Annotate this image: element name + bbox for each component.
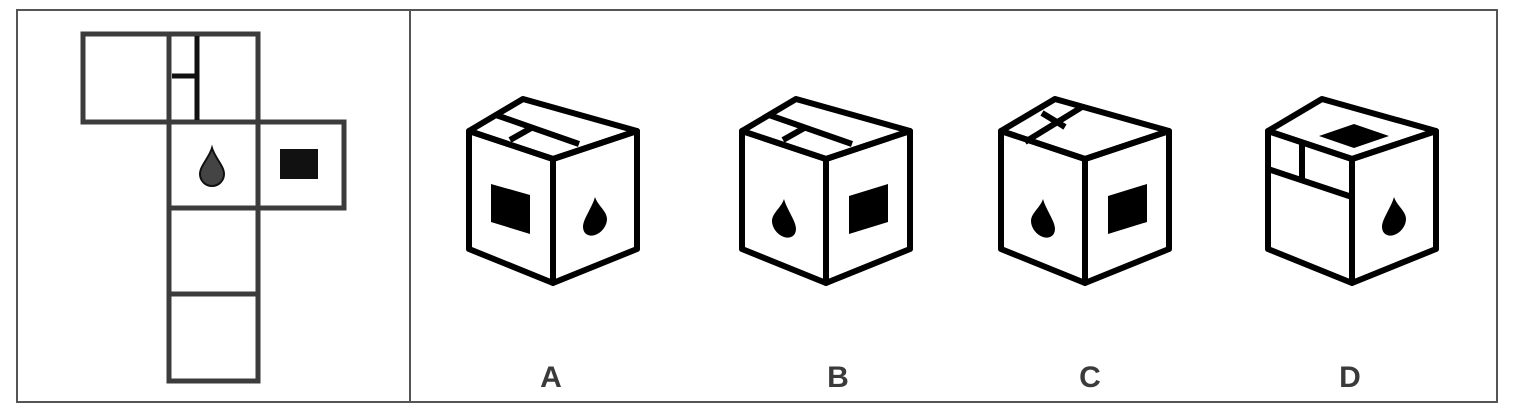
drop-icon <box>583 193 607 239</box>
option-cube-c[interactable] <box>998 96 1172 286</box>
net-h-pattern <box>172 36 200 120</box>
option-cube-d[interactable] <box>1265 96 1439 286</box>
black-rectangle-icon <box>491 184 530 234</box>
drop-icon <box>199 147 225 187</box>
drop-icon <box>1031 195 1055 241</box>
black-rectangle-icon <box>1108 184 1147 234</box>
outer-frame <box>16 9 1498 403</box>
drop-icon <box>1382 193 1406 239</box>
option-label-d: D <box>1339 361 1361 394</box>
net-face-top-left <box>80 31 172 125</box>
option-label-b: B <box>827 361 849 394</box>
option-label-a: A <box>540 361 562 394</box>
option-label-c: C <box>1079 361 1101 394</box>
black-rectangle-icon <box>280 149 318 179</box>
drop-icon <box>772 195 796 241</box>
cube-net <box>80 31 347 384</box>
net-face-rectangle <box>255 119 347 211</box>
net-face-blank-2 <box>166 291 261 384</box>
option-cube-a[interactable] <box>466 96 640 286</box>
option-cube-b[interactable] <box>739 96 913 286</box>
black-rectangle-icon <box>849 184 888 234</box>
black-rectangle-icon <box>1319 124 1389 148</box>
net-face-blank-1 <box>166 205 261 297</box>
